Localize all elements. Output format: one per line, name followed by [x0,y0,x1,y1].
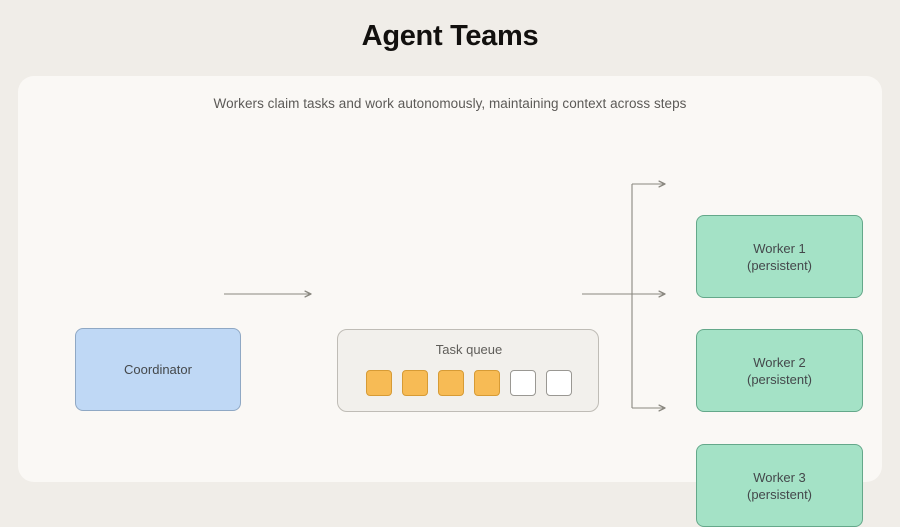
worker-1-node[interactable]: Worker 1 (persistent) [696,215,863,298]
queue-slot-2[interactable] [402,370,428,396]
worker-2-node[interactable]: Worker 2 (persistent) [696,329,863,412]
worker-1-name: Worker 1 [753,240,806,256]
task-queue-node[interactable]: Task queue [337,329,599,412]
queue-slot-5[interactable] [510,370,536,396]
queue-slot-6[interactable] [546,370,572,396]
queue-slot-3[interactable] [438,370,464,396]
page-title: Agent Teams [361,20,539,52]
worker-3-node[interactable]: Worker 3 (persistent) [696,444,863,527]
worker-3-state: (persistent) [746,486,813,502]
task-queue-slots [338,370,600,396]
worker-2-state: (persistent) [746,371,813,387]
task-queue-label: Task queue [435,342,503,357]
worker-2-name: Worker 2 [753,354,806,370]
diagram-subtitle: Workers claim tasks and work autonomousl… [213,96,687,111]
queue-slot-4[interactable] [474,370,500,396]
coordinator-node[interactable]: Coordinator [75,328,241,411]
diagram-card: Workers claim tasks and work autonomousl… [18,76,882,527]
coordinator-label: Coordinator [124,362,192,377]
worker-1-state: (persistent) [746,257,813,273]
worker-3-name: Worker 3 [753,469,806,485]
queue-slot-1[interactable] [366,370,392,396]
